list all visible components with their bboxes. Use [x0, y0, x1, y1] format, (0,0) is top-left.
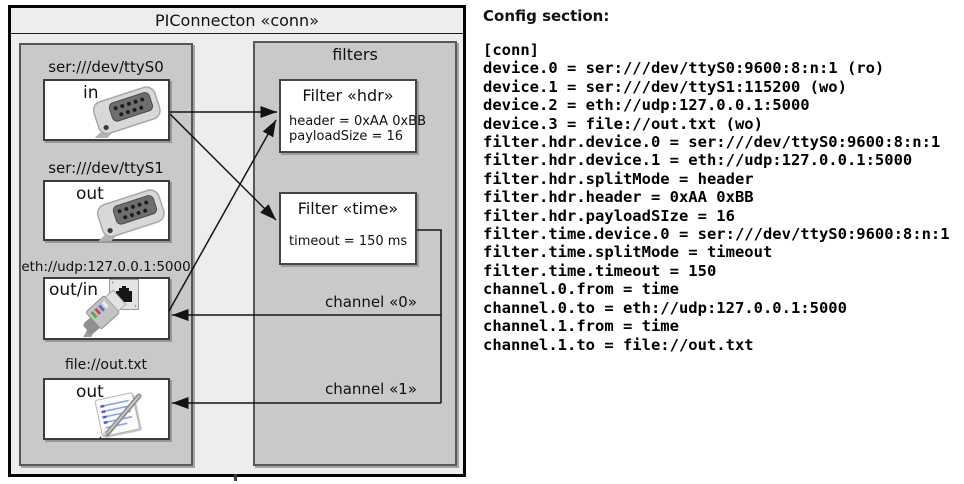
filter-time-box: Filter «time» timeout = 150 ms: [279, 192, 417, 265]
config-text: [conn] device.0 = ser:///dev/ttyS0:9600:…: [483, 41, 950, 354]
device-box-ttys1: out: [43, 180, 170, 241]
port-label: out/in: [49, 280, 99, 300]
port-label: in: [83, 83, 99, 103]
device-box-ttys0: in: [43, 79, 170, 141]
device-label-ttys0: ser:///dev/ttyS0: [48, 58, 164, 76]
channel-1-label: channel «1»: [324, 380, 417, 398]
filter-hdr-title: Filter «hdr»: [302, 86, 394, 105]
config-heading: Config section:: [483, 7, 610, 25]
notepad-icon: [94, 392, 142, 438]
device-label-eth: eth://udp:127.0.0.1:5000: [21, 259, 191, 275]
device-box-file: out: [43, 378, 170, 440]
frame-bottom-tick: [234, 474, 237, 481]
device-label-file: file://out.txt: [64, 357, 148, 373]
filter-time-props: timeout = 150 ms: [289, 234, 408, 249]
channel-0-label: channel «0»: [324, 293, 417, 311]
ethernet-plug-icon: [76, 289, 127, 337]
device-label-ttys1: ser:///dev/ttyS1: [48, 159, 164, 177]
filters-panel-title: filters: [332, 45, 378, 64]
port-label: out: [76, 184, 104, 204]
device-box-eth: out/in: [43, 277, 170, 340]
diagram-title: PIConnecton «conn»: [11, 8, 463, 34]
port-label: out: [76, 382, 104, 402]
serial-connector-icon: [91, 189, 165, 241]
filter-hdr-props: header = 0xAA 0xBB payloadSize = 16: [289, 114, 427, 144]
filter-time-title: Filter «time»: [297, 199, 399, 218]
serial-connector-icon: [87, 86, 161, 138]
filter-hdr-box: Filter «hdr» header = 0xAA 0xBB payloadS…: [279, 79, 426, 153]
